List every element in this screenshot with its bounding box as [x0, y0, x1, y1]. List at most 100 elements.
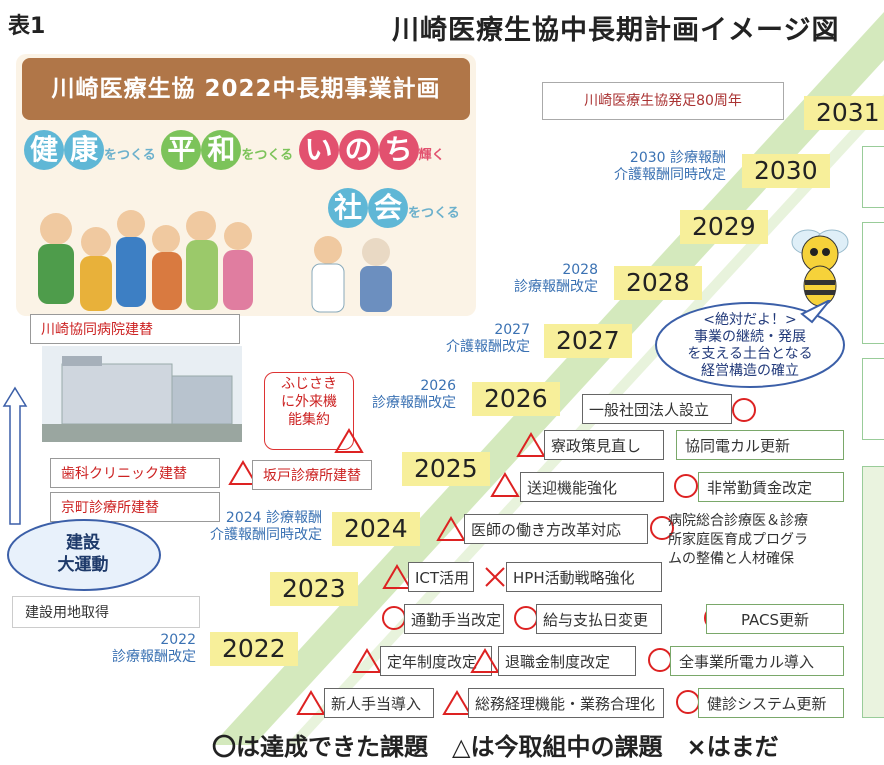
goal-bubble — [655, 300, 845, 388]
task-checkup-system: 健診システム更新 — [698, 688, 844, 718]
revision-2026-line2: 診療報酬改定 — [372, 395, 456, 411]
in-progress-triangle-icon — [470, 648, 500, 673]
revision-2022-line1: 2022 — [160, 632, 196, 648]
revision-2030: 2030 診療報酬介護報酬同時改定 — [586, 150, 726, 184]
year-2029: 2029 — [680, 210, 768, 244]
year-2024: 2024 — [332, 512, 420, 546]
task-ict-utilization: ICT活用 — [408, 562, 474, 592]
bubble-line: <絶対だよ！> — [703, 312, 797, 328]
poster-illustration — [38, 210, 392, 313]
right-panel-fragment — [862, 222, 884, 344]
right-panel-fragment — [862, 466, 884, 718]
task-hph-strategy: HPH活動戦略強化 — [506, 562, 662, 592]
task-all-site-emr: 全事業所電カル導入 — [670, 646, 844, 676]
page-title: 川崎医療生協中長期計画イメージ図 — [392, 15, 840, 46]
in-progress-triangle-icon — [436, 516, 466, 541]
in-progress-triangle-icon — [516, 432, 546, 457]
revision-2028-line1: 2028 — [562, 262, 598, 278]
task-doctor-work-reform: 医師の働き方改革対応 — [464, 514, 648, 544]
slogan-line2: 社会をつくる — [328, 188, 460, 228]
slogan-particle: 輝く — [418, 148, 445, 163]
slogan-char: 健 — [24, 130, 64, 170]
in-progress-triangle-icon — [382, 564, 412, 589]
revision-2027-line1: 2027 — [494, 322, 530, 338]
year-2025: 2025 — [402, 452, 490, 486]
revision-2027-line2: 介護報酬改定 — [446, 339, 530, 355]
done-circle-icon — [650, 516, 674, 540]
in-progress-triangle-icon — [352, 648, 382, 673]
table-label: 表1 — [8, 14, 46, 39]
in-progress-triangle-icon — [296, 690, 326, 715]
year-2023: 2023 — [270, 572, 358, 606]
bubble-line: 事業の継続・発展 — [694, 329, 806, 345]
task-commute-allowance: 通勤手当改定 — [404, 604, 504, 634]
right-panel-fragment — [862, 358, 884, 440]
legend-text: 〇は達成できた課題 △は今取組中の課題 ×はまだ — [212, 733, 779, 761]
revision-2024-line1: 2024 診療報酬 — [225, 510, 322, 526]
task-new-allowance: 新人手当導入 — [324, 688, 434, 718]
done-circle-icon — [732, 398, 756, 422]
up-arrow-icon — [2, 386, 28, 525]
right-panel-fragment — [862, 146, 884, 208]
slogan-char: 社 — [328, 188, 368, 228]
task-shuttle-enhance: 送迎機能強化 — [520, 472, 664, 502]
slogan-char: 康 — [64, 130, 104, 170]
sakado-rebuild-label: 坂戸診療所建替 — [252, 460, 372, 490]
goal-bubble-text: <絶対だよ！> 事業の継続・発展 を支える土台となる 経営構造の確立 — [670, 312, 830, 380]
campaign-ellipse — [7, 519, 161, 591]
poster-banner: 川崎医療生協 2022中長期事業計画 — [22, 58, 470, 120]
slogan-char: い — [298, 130, 339, 170]
hospital-building-illustration — [42, 346, 242, 442]
year-2027: 2027 — [544, 324, 632, 358]
task-parttime-wage: 非常勤賃金改定 — [698, 472, 844, 502]
not-started-cross-icon — [485, 567, 505, 587]
bubble-line: 経営構造の確立 — [701, 363, 799, 379]
task-payday-change: 給与支払日変更 — [536, 604, 662, 634]
slogan-char: の — [338, 130, 379, 170]
in-progress-triangle-icon — [490, 472, 520, 497]
year-2026: 2026 — [472, 382, 560, 416]
fujisaki-box: ふじさき に外来機 能集約 — [264, 372, 354, 450]
in-progress-triangle-icon — [228, 460, 258, 485]
task-pacs-update: PACS更新 — [706, 604, 844, 634]
task-general-incorporated: 一般社団法人設立 — [582, 394, 732, 424]
revision-2024-line2: 介護報酬同時改定 — [210, 527, 322, 543]
year-2031: 2031 — [804, 96, 884, 130]
task-admin-rationalization: 総務経理機能・業務合理化 — [468, 688, 664, 718]
slogan-particle: をつくる — [408, 206, 460, 221]
bee-mascot-icon — [791, 229, 849, 307]
year-2028: 2028 — [614, 266, 702, 300]
revision-2022-line2: 診療報酬改定 — [112, 649, 196, 665]
revision-2030-line2: 介護報酬同時改定 — [614, 167, 726, 183]
dental-rebuild-label: 歯科クリニック建替 — [50, 458, 220, 488]
bubble-line: を支える土台となる — [687, 346, 813, 362]
land-acquisition-label: 建設用地取得 — [12, 596, 200, 628]
anniversary-box: 川崎医療生協発足80周年 — [542, 82, 784, 120]
slogan-char: 和 — [201, 130, 242, 170]
slogan-char: 会 — [368, 188, 408, 228]
revision-2030-line1: 2030 診療報酬 — [629, 150, 726, 166]
hospital-rebuild-label: 川崎協同病院建替 — [30, 314, 240, 344]
campaign-label: 建設 大運動 — [57, 533, 109, 575]
revision-2028-line2: 診療報酬改定 — [514, 279, 598, 295]
revision-2024: 2024 診療報酬介護報酬同時改定 — [186, 510, 322, 544]
slogan-char: 平 — [161, 130, 202, 170]
kyomachi-rebuild-label: 京町診療所建替 — [50, 492, 220, 522]
year-2030: 2030 — [742, 154, 830, 188]
slogan-char: ち — [378, 130, 419, 170]
task-dorm-policy: 寮政策見直し — [544, 430, 664, 460]
task-kyodo-emr-update: 協同電カル更新 — [676, 430, 844, 460]
in-progress-triangle-icon — [334, 428, 364, 453]
done-circle-icon — [674, 474, 698, 498]
in-progress-triangle-icon — [442, 690, 472, 715]
task-gp-training-program: 病院総合診療医＆診療 所家庭医育成プログラ ムの整備と人材確保 — [668, 513, 808, 567]
task-retirement-allowance: 退職金制度改定 — [498, 646, 636, 676]
year-2022: 2022 — [210, 632, 298, 666]
slogan-line1: 健康をつくる 平和をつくる いのち輝く — [24, 130, 445, 170]
slogan-particle: をつくる — [104, 148, 156, 163]
slogan-particle: をつくる — [241, 148, 294, 163]
